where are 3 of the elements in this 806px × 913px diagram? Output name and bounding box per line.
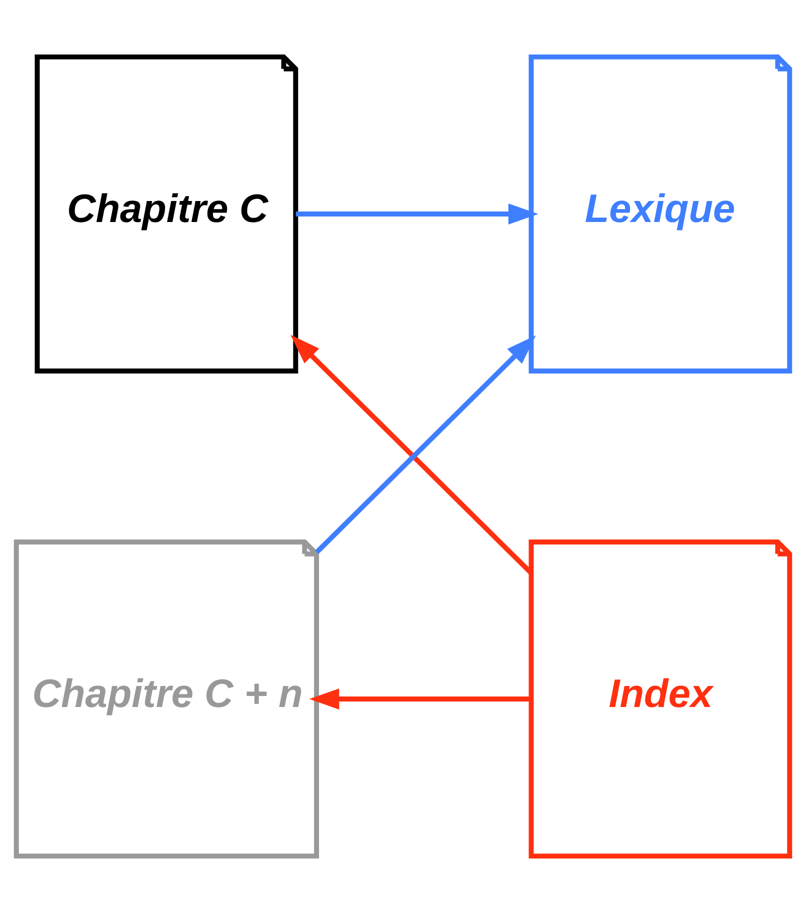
arrow — [309, 688, 530, 710]
arrow — [296, 204, 538, 224]
arrow — [315, 335, 536, 554]
